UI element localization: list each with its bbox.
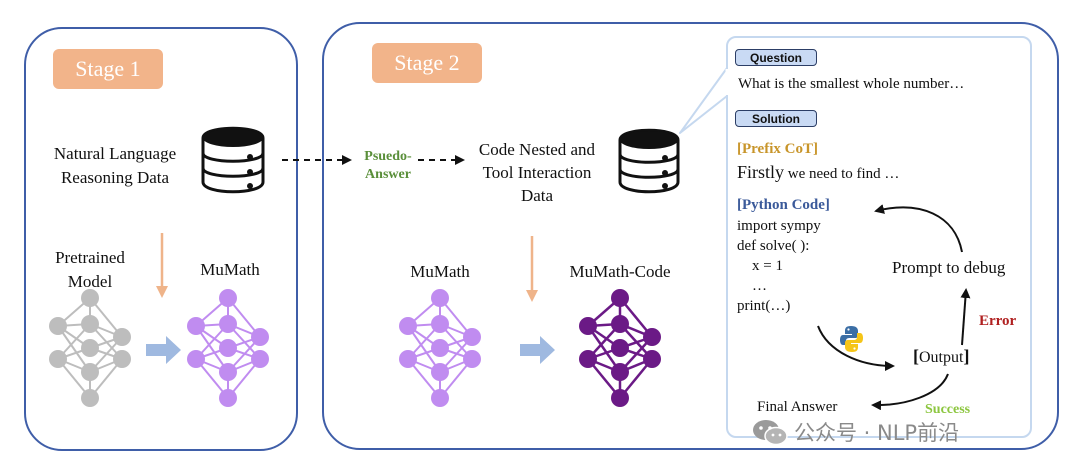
database-icon-stage1	[201, 126, 265, 194]
code-line-1: import sympy	[737, 218, 821, 234]
blue-arrow-stage2	[520, 336, 555, 364]
network-node	[81, 363, 99, 381]
network-node	[431, 315, 449, 333]
output-label: Output	[919, 349, 964, 366]
network-node	[219, 339, 237, 357]
network-node	[611, 315, 629, 333]
network-node	[463, 328, 481, 346]
network-node	[113, 328, 131, 346]
network-node	[219, 389, 237, 407]
stage1-dataset-label-line2: Reasoning Data	[60, 168, 170, 187]
network-node	[219, 363, 237, 381]
mumath-code-network	[579, 289, 661, 407]
orange-arrow-stage1	[156, 233, 168, 298]
python-logo-icon	[840, 326, 863, 352]
pseudo-answer-line2: Answer	[365, 167, 411, 182]
pretrained-network	[49, 289, 131, 407]
mumath-network-stage1	[187, 289, 269, 407]
network-node	[643, 328, 661, 346]
output-bracket-left: [	[913, 346, 919, 366]
pretrained-model-label-line1: Pretrained	[55, 248, 125, 267]
network-node	[187, 317, 205, 335]
stage1-dataset-label-line1: Natural Language	[53, 144, 177, 163]
network-node	[611, 363, 629, 381]
output-bracket-right: ]	[963, 346, 970, 366]
arrow-code-to-output	[817, 325, 895, 371]
network-node	[81, 389, 99, 407]
network-node	[431, 339, 449, 357]
network-node	[463, 350, 481, 368]
question-text: What is the smallest whole number…	[738, 76, 965, 92]
network-node	[251, 328, 269, 346]
prefix-cot-text-b: we need to find …	[784, 166, 900, 182]
solution-detail-panel	[726, 36, 1032, 438]
prefix-cot-text: Firstly we need to find …	[737, 162, 899, 183]
code-line-5: print(…)	[737, 298, 791, 314]
network-node	[187, 350, 205, 368]
network-edge	[195, 325, 229, 373]
pseudo-answer-line1: Psuedo-	[364, 149, 412, 164]
blue-arrow-stage1	[146, 336, 181, 364]
network-node	[219, 315, 237, 333]
prefix-cot-label: [Prefix CoT]	[737, 141, 818, 157]
stage1-badge: Stage 1	[53, 49, 163, 89]
network-node	[579, 350, 597, 368]
network-node	[251, 350, 269, 368]
pretrained-model-label-line2: Model	[67, 272, 113, 291]
network-node	[49, 317, 67, 335]
network-node	[81, 339, 99, 357]
network-node	[611, 289, 629, 307]
network-node	[81, 289, 99, 307]
network-edge	[57, 325, 91, 373]
stage2-dataset-line1: Code Nested and	[478, 140, 596, 159]
output-box: [Output]	[913, 346, 969, 367]
network-node	[49, 350, 67, 368]
network-node	[431, 363, 449, 381]
network-node	[399, 350, 417, 368]
network-edge	[407, 325, 441, 373]
code-line-3: x = 1	[737, 258, 783, 274]
error-label: Error	[979, 313, 1017, 329]
arrow-prompt-to-code	[874, 204, 963, 253]
stage2-badge: Stage 2	[372, 43, 482, 83]
network-node	[113, 350, 131, 368]
callout-pointer	[679, 67, 728, 134]
prompt-to-debug-label: Prompt to debug	[892, 258, 1006, 277]
network-node	[611, 339, 629, 357]
network-node	[219, 289, 237, 307]
success-label: Success	[925, 402, 971, 417]
network-edge	[586, 325, 622, 373]
database-icon-stage2	[618, 128, 680, 194]
stage1-mumath-label: MuMath	[200, 260, 260, 279]
network-node	[643, 350, 661, 368]
mumath-code-label: MuMath-Code	[569, 262, 671, 281]
stage2-mumath-label: MuMath	[410, 262, 470, 281]
arrow-output-to-final	[871, 373, 949, 411]
wechat-icon	[753, 420, 788, 446]
network-node	[611, 389, 629, 407]
stage2-dataset-line3: Data	[520, 186, 554, 205]
mumath-network-stage2	[399, 289, 481, 407]
network-node	[579, 317, 597, 335]
code-line-2: def solve( ):	[737, 238, 810, 254]
arrow-output-to-prompt	[960, 288, 971, 346]
watermark: 公众号 · NLP前沿	[752, 417, 959, 447]
watermark-text: 公众号 · NLP前沿	[794, 421, 960, 445]
code-line-4: …	[737, 278, 767, 294]
network-node	[431, 389, 449, 407]
orange-arrow-stage2	[526, 236, 538, 302]
network-node	[399, 317, 417, 335]
question-tag: Question	[735, 49, 817, 66]
python-code-label: [Python Code]	[737, 197, 830, 213]
network-node	[431, 289, 449, 307]
prefix-cot-text-a: Firstly	[737, 162, 785, 182]
network-node	[81, 315, 99, 333]
final-answer-label: Final Answer	[757, 399, 838, 415]
solution-tag: Solution	[735, 110, 817, 127]
stage2-dataset-line2: Tool Interaction	[482, 163, 592, 182]
